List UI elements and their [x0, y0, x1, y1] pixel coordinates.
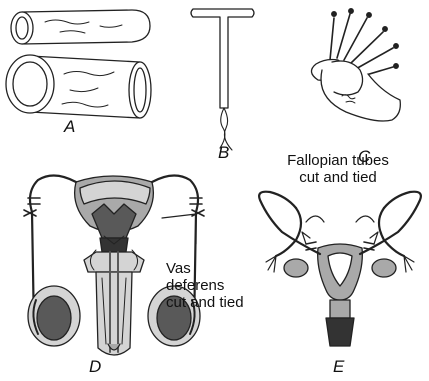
vas-callout-line-1: Vas [166, 260, 244, 277]
condom-unrolled-illustration [11, 10, 150, 44]
fallopian-tubes-callout: Fallopian tubes cut and tied [253, 152, 423, 186]
panel-label-e: E [333, 358, 344, 375]
condom-rolled-illustration [6, 55, 151, 118]
fallopian-callout-line-2: cut and tied [253, 169, 423, 186]
female-reproductive-system-illustration [259, 192, 421, 346]
panel-label-a: A [64, 118, 75, 135]
hand-with-pills-illustration [311, 9, 400, 121]
vas-callout-line-2: deferens [166, 277, 244, 294]
panel-label-b: B [218, 144, 229, 161]
iud-illustration [191, 9, 254, 150]
vas-deferens-callout: Vas deferens cut and tied [166, 260, 244, 311]
vas-callout-line-3: cut and tied [166, 294, 244, 311]
fallopian-callout-line-1: Fallopian tubes [253, 152, 423, 169]
panel-label-d: D [89, 358, 101, 375]
